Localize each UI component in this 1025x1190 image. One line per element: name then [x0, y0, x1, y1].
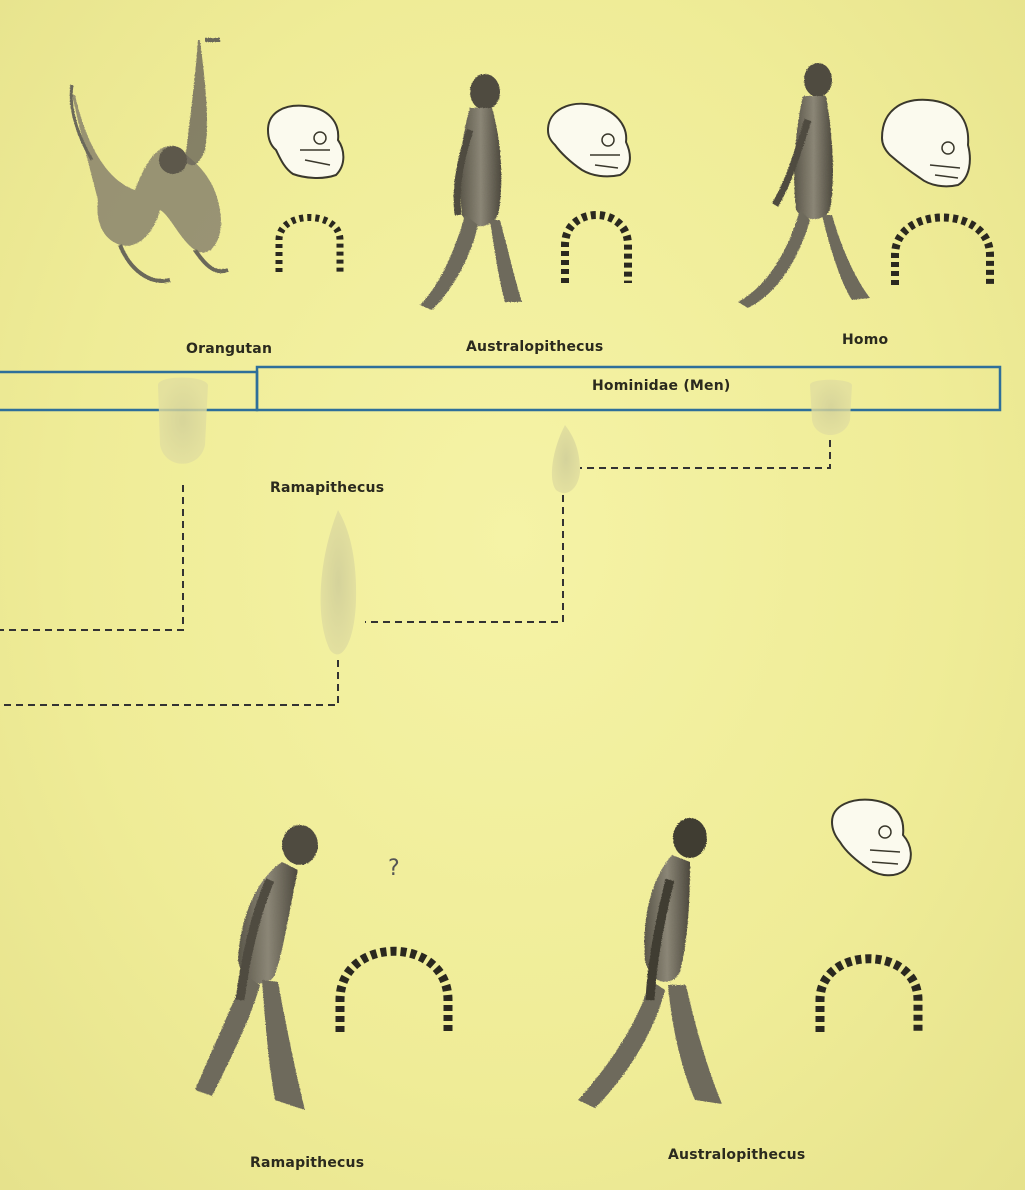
connector-homo-australopithecus [580, 440, 830, 468]
australopithecus-skull-bottom [832, 800, 911, 876]
connector-australopithecus-ramapithecus [365, 495, 563, 622]
australopithecus-dental-arcade-bottom [820, 959, 918, 1032]
homo-skull [882, 100, 970, 187]
hominidae-bar-label: Hominidae (Men) [592, 378, 731, 394]
connector-orangutan-root [0, 485, 183, 630]
homo-label: Homo [842, 332, 888, 348]
australopithecus-label-bottom: Australopithecus [668, 1147, 805, 1163]
pongidae-bar-segment [0, 372, 257, 410]
orangutan-lineage-shape [158, 378, 208, 464]
australopithecus-label-top: Australopithecus [466, 339, 603, 355]
ramapithecus-label-bottom: Ramapithecus [250, 1155, 364, 1171]
ramapithecus-dental-arcade [340, 951, 448, 1032]
ramapithecus-lineage-shape [321, 510, 357, 654]
australopithecus-figure-bottom [578, 818, 722, 1108]
orangutan-skull [268, 106, 343, 178]
connector-ramapithecus-root [0, 660, 338, 705]
lineage-shapes [158, 378, 852, 655]
ramapithecus-lineage-label: Ramapithecus [270, 480, 384, 496]
lineage-connectors [0, 440, 830, 705]
orangutan-label: Orangutan [186, 341, 272, 357]
ramapithecus-figure [195, 825, 318, 1110]
homo-lineage-shape [810, 380, 852, 435]
homo-dental-arcade [895, 218, 990, 286]
australopithecus-skull-top [548, 104, 630, 177]
australopithecus-figure-top [420, 74, 522, 310]
australopithecus-lineage-shape [552, 425, 580, 493]
australopithecus-dental-arcade-top [565, 215, 628, 283]
orangutan-illustration [71, 40, 228, 281]
orangutan-dental-arcade [279, 218, 340, 273]
homo-figure [738, 63, 870, 308]
ramapithecus-unknown-skull-mark: ? [388, 856, 400, 881]
